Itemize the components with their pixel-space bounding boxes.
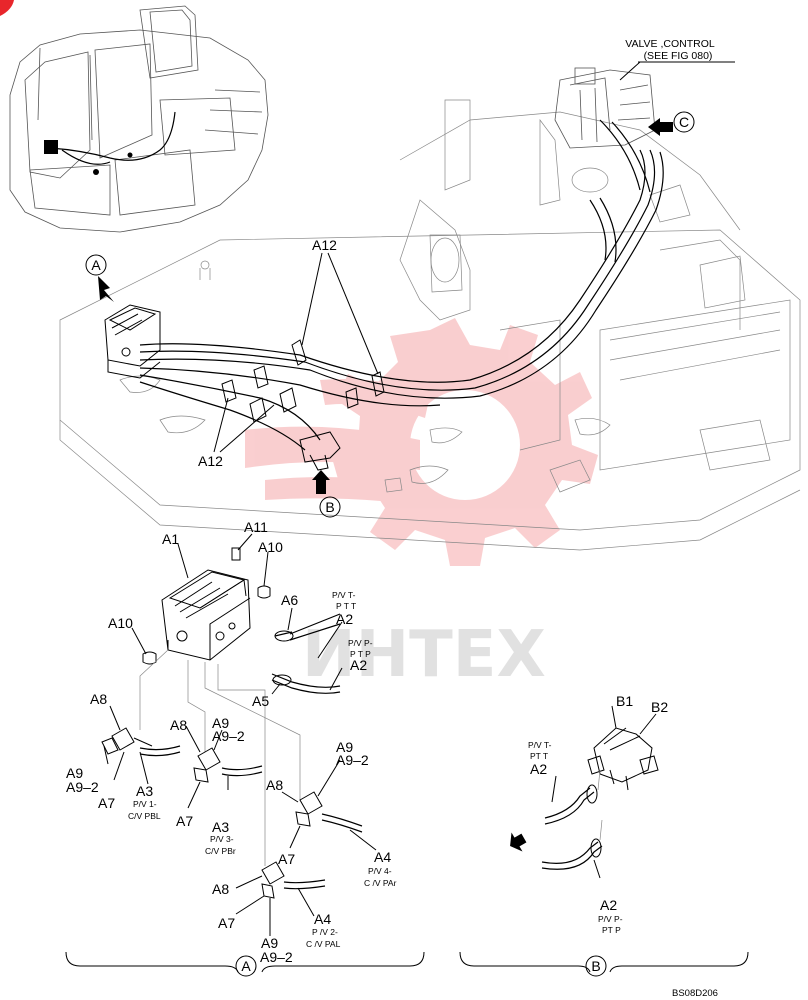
- valve-ref: (SEE FIG 080): [644, 50, 713, 62]
- callout-a9-2-left: A9–2: [66, 779, 99, 795]
- callout-a12-top: A12: [312, 237, 337, 253]
- solenoid-leaders: [551, 775, 601, 879]
- callout-a9-left: A9: [66, 765, 83, 781]
- corner-mark: [0, 0, 14, 16]
- label-pvt-1: P/V T-: [332, 590, 356, 600]
- tee-fitting-4: [261, 861, 326, 899]
- callout-a7-left: A7: [98, 795, 115, 811]
- callout-a9-bottom: A9: [261, 935, 278, 951]
- callout-a8-bottom: A8: [212, 881, 229, 897]
- label-pv1-1: P/V 1-: [133, 799, 157, 809]
- label-pvp-2: P T P: [350, 649, 371, 659]
- label-b-pvt-2: PT T: [530, 751, 548, 761]
- drawing-code: BS08D206: [672, 988, 718, 999]
- callout-a7-bottom: A7: [218, 915, 235, 931]
- label-b-pvp-2: PT P: [602, 925, 621, 935]
- view-arrow-a: [98, 276, 114, 302]
- solenoid-exploded: [587, 705, 659, 791]
- pilot-valve-top: [104, 304, 161, 379]
- hose-clamps: [221, 339, 385, 423]
- svg-text:C: C: [679, 114, 689, 130]
- exploded-hoses: [271, 613, 341, 694]
- callout-a9-2-mid: A9–2: [212, 728, 245, 744]
- callout-a5: A5: [252, 693, 269, 709]
- label-pv3-1: P/V 3-: [210, 834, 234, 844]
- callout-a8-left: A8: [90, 691, 107, 707]
- label-pv1-2: C/V PBL: [128, 811, 161, 821]
- label-pvp-1: P/V P-: [348, 638, 373, 648]
- valve-title-leader: [619, 61, 735, 81]
- watermark-text: ИНТЕХ: [302, 618, 546, 692]
- callout-a9-2-right: A9–2: [336, 752, 369, 768]
- tee-fitting-2: [193, 747, 263, 783]
- label-pv4-2: C /V PAr: [364, 878, 397, 888]
- view-marker-a-top: A: [85, 254, 107, 276]
- cab-harness: [44, 111, 176, 175]
- callout-b1: B1: [616, 693, 633, 709]
- a12-leaders: [213, 252, 379, 453]
- callout-a3-left: A3: [136, 783, 153, 799]
- callout-a6: A6: [281, 592, 298, 608]
- callout-a2-mid: A2: [350, 657, 367, 673]
- callout-a2-b-bottom: A2: [600, 897, 617, 913]
- callout-a10-top: A10: [258, 539, 283, 555]
- svg-text:A: A: [241, 958, 251, 974]
- label-b-pvt-1: P/V T-: [528, 740, 552, 750]
- callout-a4-bottom: A4: [314, 911, 331, 927]
- callout-a12-bottom: A12: [198, 453, 223, 469]
- callout-a1: A1: [162, 531, 179, 547]
- pilot-valve-exploded: [142, 547, 271, 665]
- tee-fitting-3: [295, 791, 363, 833]
- excavator-cab-inset: [9, 5, 269, 233]
- callout-a7-right: A7: [278, 851, 295, 867]
- callout-a9-mid: A9: [212, 715, 229, 731]
- callout-a3-mid: A3: [212, 819, 229, 835]
- solenoid-top: [299, 431, 341, 471]
- upper-frame: [59, 99, 801, 551]
- callout-a9-2-bottom: A9–2: [260, 949, 293, 965]
- callout-a4-right: A4: [374, 849, 391, 865]
- label-b-pvp-1: P/V P-: [598, 914, 623, 924]
- label-pv4-1: P/V 4-: [368, 866, 392, 876]
- view-arrow-b: [312, 470, 330, 494]
- label-pv3-2: C/V PBr: [205, 846, 236, 856]
- view-marker-b-top: B: [319, 496, 341, 518]
- label-pv2-2: C /V PAL: [306, 939, 341, 949]
- valve-title: VALVE ,CONTROL: [625, 38, 715, 50]
- tee-fitting-1: [101, 727, 181, 757]
- svg-text:A: A: [91, 257, 101, 273]
- callout-a2-b-top: A2: [530, 761, 547, 777]
- callout-a9-right: A9: [336, 739, 353, 755]
- callout-b2: B2: [651, 699, 668, 715]
- solenoid-hoses: [510, 769, 603, 870]
- view-arrow-c: [648, 118, 673, 136]
- view-brackets: [65, 951, 749, 973]
- hose-bundle: [139, 119, 664, 451]
- callout-a8-mid: A8: [170, 717, 187, 733]
- svg-text:B: B: [325, 499, 334, 515]
- callout-a7-mid: A7: [176, 813, 193, 829]
- svg-text:B: B: [591, 958, 600, 974]
- callout-a11: A11: [244, 519, 268, 535]
- control-valve: [554, 67, 656, 149]
- view-marker-b-bottom: B: [585, 955, 607, 977]
- fitting-leaders: [139, 649, 301, 866]
- callout-a8-right: A8: [266, 777, 283, 793]
- label-pvt-2: P T T: [336, 601, 356, 611]
- callout-leaders: [103, 533, 377, 936]
- callout-a10-left: A10: [108, 615, 133, 631]
- label-pv2-1: P /V 2-: [312, 927, 338, 937]
- view-marker-c: C: [673, 111, 695, 133]
- callout-a2-top: A2: [336, 611, 353, 627]
- view-marker-a-bottom: A: [235, 955, 257, 977]
